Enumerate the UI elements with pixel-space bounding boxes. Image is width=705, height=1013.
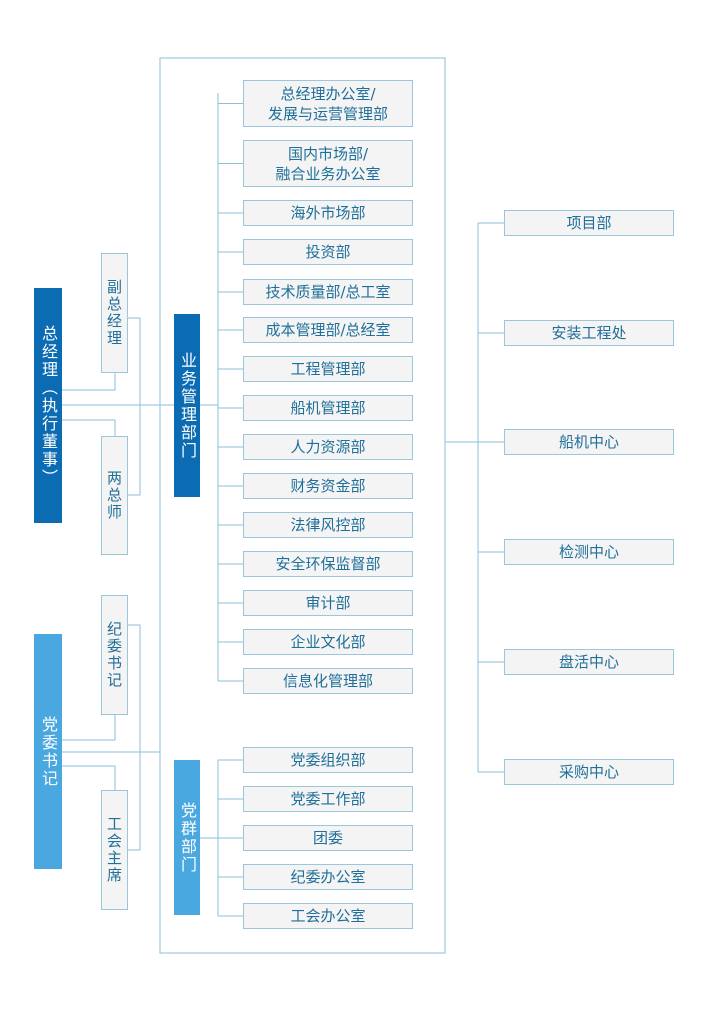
union-chair-box: 工会主席 bbox=[101, 790, 128, 910]
link-party-deputies-bracket bbox=[128, 624, 141, 851]
link-party-discipline bbox=[62, 715, 116, 741]
party-group-box: 党群部门 bbox=[174, 760, 200, 915]
general-manager-box: 总经理（执行董事） bbox=[34, 288, 62, 523]
two-chiefs-label: 两总师 bbox=[105, 470, 123, 521]
center-box: 盘活中心 bbox=[504, 649, 674, 675]
center-label: 盘活中心 bbox=[558, 653, 619, 671]
party-dept-label: 工会办公室 bbox=[290, 907, 366, 925]
discipline-secretary-box: 纪委书记 bbox=[101, 595, 128, 715]
dept-label: 财务资金部 bbox=[290, 477, 366, 495]
dept-label: 企业文化部 bbox=[290, 633, 366, 651]
party-dept-label: 党委组织部 bbox=[290, 751, 366, 769]
party-dept-box: 党委组织部 bbox=[243, 747, 413, 773]
dept-label: 技术质量部/总工室 bbox=[265, 283, 391, 301]
dept-box: 投资部 bbox=[243, 239, 413, 265]
dept-label: 人力资源部 bbox=[290, 438, 366, 456]
dept-box: 总经理办公室/发展与运营管理部 bbox=[243, 80, 413, 127]
party-secretary-label: 党委书记 bbox=[39, 715, 58, 788]
dept-label: 国内市场部/ bbox=[287, 144, 369, 163]
dept-box: 海外市场部 bbox=[243, 200, 413, 226]
center-label: 采购中心 bbox=[558, 763, 619, 781]
dept-label: 工程管理部 bbox=[290, 360, 366, 378]
dept-label: 安全环保监督部 bbox=[275, 555, 381, 573]
dept-label: 融合业务办公室 bbox=[275, 164, 381, 183]
party-secretary-box: 党委书记 bbox=[34, 634, 62, 869]
party-dept-box: 团委 bbox=[243, 825, 413, 851]
vice-gm-box: 副总经理 bbox=[101, 253, 128, 373]
dept-box: 成本管理部/总经室 bbox=[243, 317, 413, 343]
dept-box: 国内市场部/融合业务办公室 bbox=[243, 140, 413, 187]
link-deputies-bracket bbox=[128, 317, 141, 496]
party-group-label: 党群部门 bbox=[178, 801, 197, 874]
dept-box: 法律风控部 bbox=[243, 512, 413, 538]
center-box: 安装工程处 bbox=[504, 320, 674, 346]
dept-label: 法律风控部 bbox=[290, 516, 366, 534]
party-dept-box: 党委工作部 bbox=[243, 786, 413, 812]
center-box: 检测中心 bbox=[504, 539, 674, 565]
dept-box: 技术质量部/总工室 bbox=[243, 279, 413, 305]
dept-box: 工程管理部 bbox=[243, 356, 413, 382]
dept-box: 财务资金部 bbox=[243, 473, 413, 499]
party-dept-label: 团委 bbox=[312, 829, 343, 847]
center-label: 项目部 bbox=[566, 214, 612, 232]
dept-box: 审计部 bbox=[243, 590, 413, 616]
center-label: 检测中心 bbox=[558, 543, 619, 561]
dept-box: 船机管理部 bbox=[243, 395, 413, 421]
discipline-secretary-label: 纪委书记 bbox=[105, 621, 123, 689]
party-dept-label: 纪委办公室 bbox=[290, 868, 366, 886]
union-chair-label: 工会主席 bbox=[105, 816, 123, 884]
dept-label: 总经理办公室/ bbox=[280, 84, 376, 103]
center-label: 船机中心 bbox=[558, 433, 619, 451]
center-box: 项目部 bbox=[504, 210, 674, 236]
party-dept-box: 工会办公室 bbox=[243, 903, 413, 929]
party-dept-box: 纪委办公室 bbox=[243, 864, 413, 890]
dept-box: 人力资源部 bbox=[243, 434, 413, 460]
dept-label: 海外市场部 bbox=[290, 204, 366, 222]
dept-label: 船机管理部 bbox=[290, 399, 366, 417]
dept-label: 投资部 bbox=[305, 243, 351, 261]
center-box: 船机中心 bbox=[504, 429, 674, 455]
center-label: 安装工程处 bbox=[551, 324, 627, 342]
dept-label: 信息化管理部 bbox=[282, 672, 373, 690]
link-party-union bbox=[62, 765, 116, 790]
vice-gm-label: 副总经理 bbox=[105, 279, 123, 347]
two-chiefs-box: 两总师 bbox=[101, 436, 128, 555]
dept-box: 信息化管理部 bbox=[243, 668, 413, 694]
dept-label: 发展与运营管理部 bbox=[267, 104, 388, 123]
management-frame bbox=[159, 57, 446, 954]
dept-box: 企业文化部 bbox=[243, 629, 413, 655]
dept-box: 安全环保监督部 bbox=[243, 551, 413, 577]
business-group-box: 业务管理部门 bbox=[174, 314, 200, 497]
link-gm-chiefs bbox=[62, 419, 116, 436]
dept-label: 成本管理部/总经室 bbox=[265, 321, 391, 339]
dept-label: 审计部 bbox=[305, 594, 351, 612]
center-box: 采购中心 bbox=[504, 759, 674, 785]
general-manager-label: 总经理（执行董事） bbox=[39, 324, 58, 487]
business-group-label: 业务管理部门 bbox=[178, 351, 197, 460]
party-dept-label: 党委工作部 bbox=[290, 790, 366, 808]
link-gm-vice bbox=[62, 373, 116, 391]
